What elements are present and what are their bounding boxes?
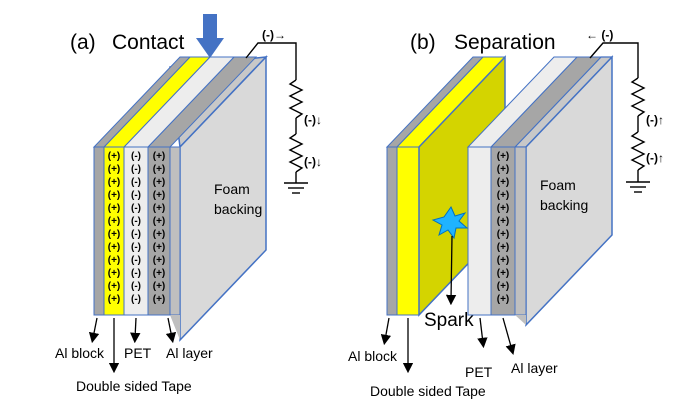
charge-symbol: (-) [131,216,141,227]
pet-label-b: PET [465,364,493,380]
charge-symbol: (-) [131,281,141,292]
foam-label-line1: Foam [214,181,250,197]
tape-label: Double sided Tape [76,378,192,394]
charge-column-3: (+) (+) (+) (+) (+) (+) (+) (+) (+) (+) … [153,151,166,305]
circuit-b [589,42,650,193]
charge-symbol: (+) [153,255,166,266]
resistor-icon [288,133,304,173]
charge-column-2: (-) (-) (-) (-) (-) (-) (-) (-) (-) (-) … [131,151,141,305]
charge-symbol: (-) [131,164,141,175]
charge-symbol: (+) [108,203,121,214]
current-label-bot-a: (-)↓ [304,155,322,169]
charge-symbol: (+) [497,177,510,188]
al-layer-label-b: Al layer [511,360,558,376]
ground-icon [626,181,650,193]
charge-symbol: (+) [108,229,121,240]
charge-symbol: (+) [108,242,121,253]
spark-icon [431,205,469,240]
charge-symbol: (+) [153,177,166,188]
charge-column-1: (+) (+) (+) (+) (+) (+) (+) (+) (+) (+) … [108,151,121,305]
charge-symbol: (+) [497,229,510,240]
current-label-top-b: ← (-) [586,28,613,42]
charge-symbol: (+) [153,190,166,201]
charge-symbol: (+) [108,164,121,175]
label-arrows-b [380,317,516,374]
charge-symbol: (+) [153,242,166,253]
panel-a: (a) Contact Foam backing [55,14,322,394]
charge-symbol: (+) [497,203,510,214]
al-layer-a [146,56,258,316]
charge-symbol: (+) [108,177,121,188]
tape-label-b: Double sided Tape [370,383,486,399]
pet-label: PET [124,345,152,361]
charge-symbol: (+) [153,281,166,292]
charge-symbol: (+) [108,190,121,201]
charge-symbol: (-) [131,255,141,266]
charge-symbol: (+) [108,151,121,162]
charge-symbol: (+) [497,242,510,253]
charge-symbol: (+) [108,281,121,292]
panel-b: (b) Separation Foam backing [348,28,664,399]
al-block-label: Al block [55,345,105,361]
panel-b-letter: (b) [410,31,436,54]
charge-symbol: (-) [131,177,141,188]
charge-column-b: (+) (+) (+) (+) (+) (+) (+) (+) (+) (+) … [497,151,510,305]
resistor-icon [630,131,646,171]
charge-symbol: (+) [108,268,121,279]
resistor-icon [630,77,646,117]
panel-a-letter: (a) [70,31,96,54]
ground-icon [284,182,308,194]
current-label-top-a: (-)→ [262,28,286,42]
charge-symbol: (+) [497,151,510,162]
al-block-a [92,56,192,316]
charge-symbol: (-) [131,242,141,253]
charge-symbol: (+) [108,216,121,227]
panel-b-title: Separation [454,31,556,54]
charge-symbol: (-) [131,294,141,305]
charge-symbol: (+) [497,281,510,292]
charge-symbol: (+) [497,164,510,175]
charge-symbol: (-) [131,203,141,214]
charge-symbol: (-) [131,151,141,162]
current-label-mid-a: (-)↓ [304,113,322,127]
foam-label-b-line2: backing [540,197,588,213]
foam-backing-block-b [513,55,614,327]
current-label-bot-b: (-)↑ [646,151,664,165]
charge-symbol: (+) [153,164,166,175]
al-layer-b [489,56,603,316]
charge-symbol: (+) [153,268,166,279]
charge-symbol: (+) [153,294,166,305]
foam-label-line2: backing [214,201,262,217]
panel-a-title: Contact [112,31,185,54]
press-arrow-icon [196,14,224,58]
charge-symbol: (+) [497,190,510,201]
charge-symbol: (+) [497,294,510,305]
charge-symbol: (+) [497,216,510,227]
tape-layer-b [395,56,507,316]
charge-symbol: (+) [108,294,121,305]
al-block-label-b: Al block [348,348,398,364]
pet-layer-b [466,56,579,316]
charge-symbol: (+) [153,229,166,240]
resistor-icon [288,79,304,119]
al-layer-label: Al layer [166,345,213,361]
charge-symbol: (+) [108,255,121,266]
charge-symbol: (+) [497,268,510,279]
label-arrows-a [88,317,177,374]
charge-symbol: (-) [131,268,141,279]
charge-symbol: (+) [153,151,166,162]
circuit-a [245,42,308,194]
charge-symbol: (-) [131,229,141,240]
charge-symbol: (+) [497,255,510,266]
charge-symbol: (+) [153,216,166,227]
pet-layer-a [122,56,236,316]
charge-symbol: (+) [153,203,166,214]
spark-label: Spark [424,310,474,331]
current-label-mid-b: (-)↑ [646,113,664,127]
foam-label-b-line1: Foam [540,177,576,193]
charge-symbol: (-) [131,190,141,201]
